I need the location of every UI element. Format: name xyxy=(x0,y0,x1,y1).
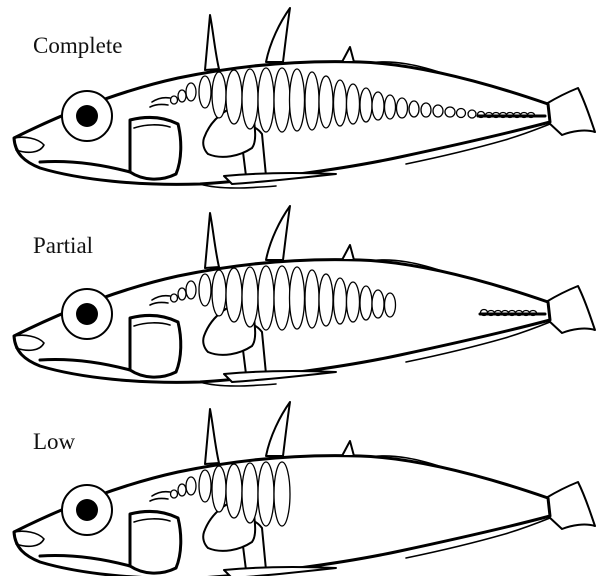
panel-partial: Partial xyxy=(14,206,595,386)
stickleback-fish-low xyxy=(14,402,595,576)
morph-label-partial: Partial xyxy=(33,233,93,258)
panel-complete: Complete xyxy=(14,8,595,188)
morph-label-complete: Complete xyxy=(33,33,122,58)
morph-label-low: Low xyxy=(33,429,76,454)
panel-low: Low xyxy=(14,402,595,576)
